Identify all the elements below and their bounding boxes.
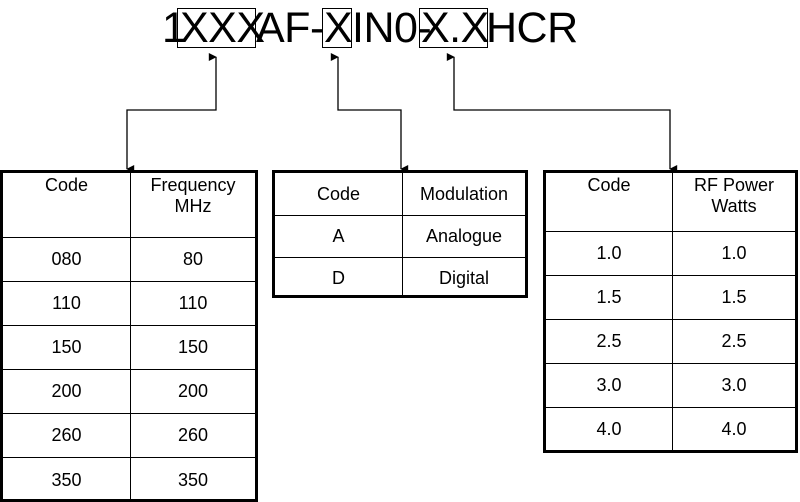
table-header-row: Code Frequency MHz: [3, 173, 255, 237]
table-row: 150 150: [3, 325, 255, 369]
table-row: 080 80: [3, 237, 255, 281]
modulation-code-placeholder: X: [324, 4, 353, 52]
frequency-cell: 110: [178, 293, 208, 313]
table-row: 350 350: [3, 457, 255, 502]
part-number-prefix: 1: [162, 4, 186, 52]
code-cell: 1.0: [546, 232, 673, 275]
power-cell: 1.5: [721, 287, 747, 307]
table-row: 2.5 2.5: [546, 319, 795, 363]
table-row: 4.0 4.0: [546, 407, 795, 450]
power-code-placeholder: X.X: [421, 4, 489, 52]
frequency-cell: 80: [182, 249, 204, 269]
table-row: A Analogue: [275, 215, 525, 257]
code-cell: A: [275, 216, 403, 257]
modulation-code-box: [322, 8, 352, 48]
table-header-row: Code Modulation: [275, 173, 525, 215]
modulation-cell: Analogue: [425, 226, 503, 246]
code-cell: 1.5: [546, 276, 673, 319]
frequency-cell: 200: [177, 381, 209, 401]
code-cell: 150: [3, 326, 131, 369]
table-row: D Digital: [275, 257, 525, 298]
table-row: 260 260: [3, 413, 255, 457]
power-connector: [446, 53, 678, 173]
code-cell: 110: [3, 282, 131, 325]
code-cell: 260: [3, 414, 131, 457]
frequency-code-box: [177, 8, 256, 48]
table-row: 110 110: [3, 281, 255, 325]
table-row: 200 200: [3, 369, 255, 413]
frequency-cell: 260: [177, 425, 209, 445]
power-cell: 3.0: [721, 375, 747, 395]
code-cell: 200: [3, 370, 131, 413]
part-number-suffix: HCR: [486, 4, 578, 52]
modulation-table: Code Modulation A Analogue D Digital: [272, 170, 528, 298]
frequency-cell: 150: [177, 337, 209, 357]
frequency-cell: 350: [177, 469, 209, 490]
table-row: 1.5 1.5: [546, 275, 795, 319]
code-cell: 2.5: [546, 320, 673, 363]
code-cell: 4.0: [546, 408, 673, 450]
power-cell: 2.5: [721, 331, 747, 351]
table-row: 1.0 1.0: [546, 231, 795, 275]
code-cell: 3.0: [546, 364, 673, 407]
frequency-table: Code Frequency MHz 080 80 110 110 150 15…: [0, 170, 258, 502]
power-cell: 4.0: [721, 418, 747, 439]
modulation-connector: [330, 53, 409, 173]
header-code: Code: [546, 173, 673, 231]
header-code: Code: [3, 173, 131, 237]
part-number-af: AF-: [256, 4, 324, 52]
frequency-code-placeholder: XXX: [180, 4, 265, 52]
power-code-box: [419, 8, 488, 48]
modulation-cell: Digital: [438, 267, 490, 288]
part-number: 1 XXX AF- X IN0- X.X HCR: [0, 0, 800, 60]
power-table: Code RF Power Watts 1.0 1.0 1.5 1.5 2.5 …: [543, 170, 798, 453]
header-frequency: Frequency MHz: [150, 175, 236, 216]
table-header-row: Code RF Power Watts: [546, 173, 795, 231]
header-rf-power: RF Power Watts: [693, 175, 774, 216]
header-modulation: Modulation: [419, 183, 509, 204]
table-row: 3.0 3.0: [546, 363, 795, 407]
part-number-in0: IN0-: [352, 4, 432, 52]
code-cell: D: [275, 258, 403, 298]
code-cell: 080: [3, 238, 131, 281]
power-cell: 1.0: [721, 243, 747, 263]
header-code: Code: [275, 173, 403, 215]
code-cell: 350: [3, 458, 131, 502]
frequency-connector: [126, 53, 217, 173]
